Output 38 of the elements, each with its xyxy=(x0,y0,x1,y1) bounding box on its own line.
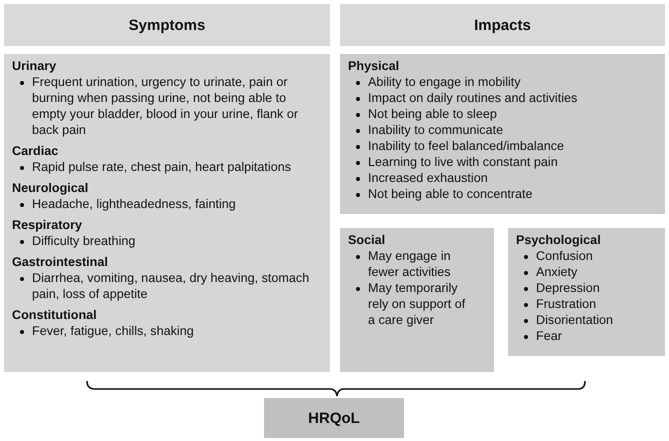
result-box: HRQoL xyxy=(264,398,404,438)
category-heading: Cardiac xyxy=(12,143,60,159)
bullet-item: Not being able to concentrate xyxy=(368,187,533,201)
bullet-item: Learning to live with constant pain xyxy=(368,155,558,169)
bullet-item: Frequent urination, urgency to urinate, pain or burning when passing urine, not being able to empty your bladder, blood in your urine, flank or back pain xyxy=(32,75,298,137)
bullet-item: Increased exhaustion xyxy=(368,171,488,185)
bullet-item: Impact on daily routines and activities xyxy=(368,91,578,105)
bullet-item: Not being able to sleep xyxy=(368,107,497,121)
bullet-item: Fever, fatigue, chills, shaking xyxy=(32,324,194,338)
category-panel xyxy=(340,54,665,214)
bullet-item: Anxiety xyxy=(536,265,578,279)
category-heading: Social xyxy=(348,232,386,248)
bullet-item: Rapid pulse rate, chest pain, heart palpitations xyxy=(32,160,292,174)
column-header: Symptoms xyxy=(4,4,330,46)
column-header: Impacts xyxy=(340,4,665,46)
category-heading: Physical xyxy=(348,58,400,74)
category-heading: Respiratory xyxy=(12,217,83,233)
category-heading: Psychological xyxy=(516,232,602,248)
category-heading: Neurological xyxy=(12,180,90,196)
category-panel xyxy=(4,54,330,372)
bullet-item: Difficulty breathing xyxy=(32,234,136,248)
bullet-item: Diarrhea, vomiting, nausea, dry heaving, stomach pain, loss of appetite xyxy=(32,271,310,301)
bullet-item: Ability to engage in mobility xyxy=(368,75,521,89)
category-heading: Constitutional xyxy=(12,307,98,323)
bullet-item: May temporarily rely on support of a care giver xyxy=(368,281,466,327)
bullet-item: Depression xyxy=(536,281,600,295)
category-panel xyxy=(508,228,665,356)
bullet-item: Fear xyxy=(536,329,562,343)
category-heading: Gastrointestinal xyxy=(12,254,109,270)
bullet-item: Frustration xyxy=(536,297,596,311)
category-panel xyxy=(340,228,494,372)
bullet-item: Headache, lightheadedness, fainting xyxy=(32,197,236,211)
bullet-item: May engage in fewer activities xyxy=(368,249,451,279)
bullet-item: Disorientation xyxy=(536,313,614,327)
bullet-item: Inability to communicate xyxy=(368,123,504,137)
category-heading: Urinary xyxy=(12,58,58,74)
bullet-item: Confusion xyxy=(536,249,593,263)
bullet-item: Inability to feel balanced/imbalance xyxy=(368,139,564,153)
